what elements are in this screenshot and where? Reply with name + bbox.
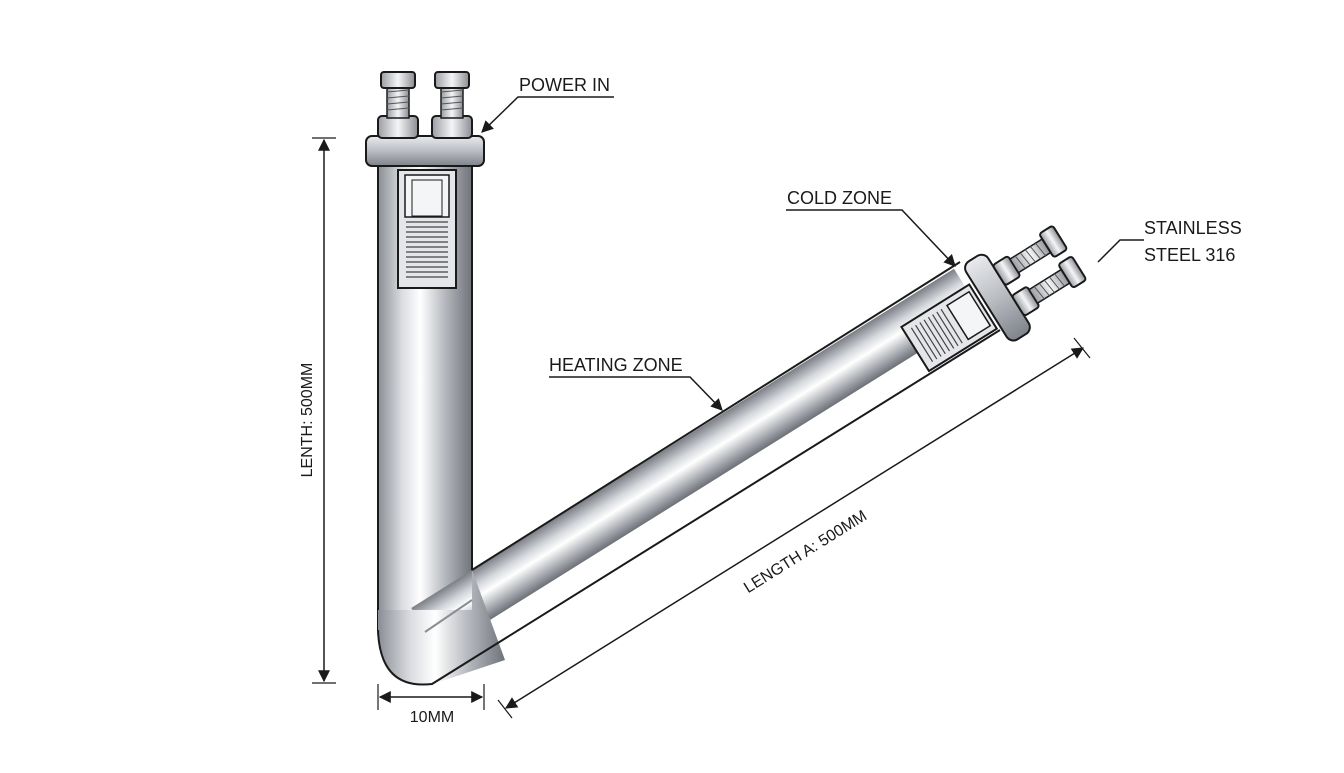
material-label-line2: STEEL 316 <box>1144 245 1235 265</box>
end-flange <box>964 253 1031 342</box>
vertical-dimension: LENTH: 500MM <box>299 137 336 684</box>
end-terminal-upper <box>992 225 1068 286</box>
end-terminal-lower <box>1011 256 1087 317</box>
vertical-length-label: LENTH: 500MM <box>299 363 316 478</box>
power-in-label: POWER IN <box>519 75 610 95</box>
material-callout: STAINLESS STEEL 316 <box>1097 218 1242 265</box>
top-fitting <box>365 71 485 289</box>
cold-zone-callout: COLD ZONE <box>786 188 956 267</box>
diameter-dimension: 10MM <box>377 684 485 726</box>
material-label-line1: STAINLESS <box>1144 218 1242 238</box>
top-terminal-left <box>377 71 419 139</box>
power-in-callout: POWER IN <box>481 75 614 133</box>
heating-zone-callout: HEATING ZONE <box>549 355 723 411</box>
diameter-label: 10MM <box>410 709 454 726</box>
diagonal-leg <box>411 268 982 653</box>
heating-tube <box>377 159 1001 686</box>
top-thread <box>406 221 448 278</box>
tube-bend <box>378 570 505 686</box>
heating-zone-label: HEATING ZONE <box>549 355 683 375</box>
cold-zone-label: COLD ZONE <box>787 188 892 208</box>
top-flange <box>365 135 485 167</box>
top-terminal-right <box>431 71 473 139</box>
